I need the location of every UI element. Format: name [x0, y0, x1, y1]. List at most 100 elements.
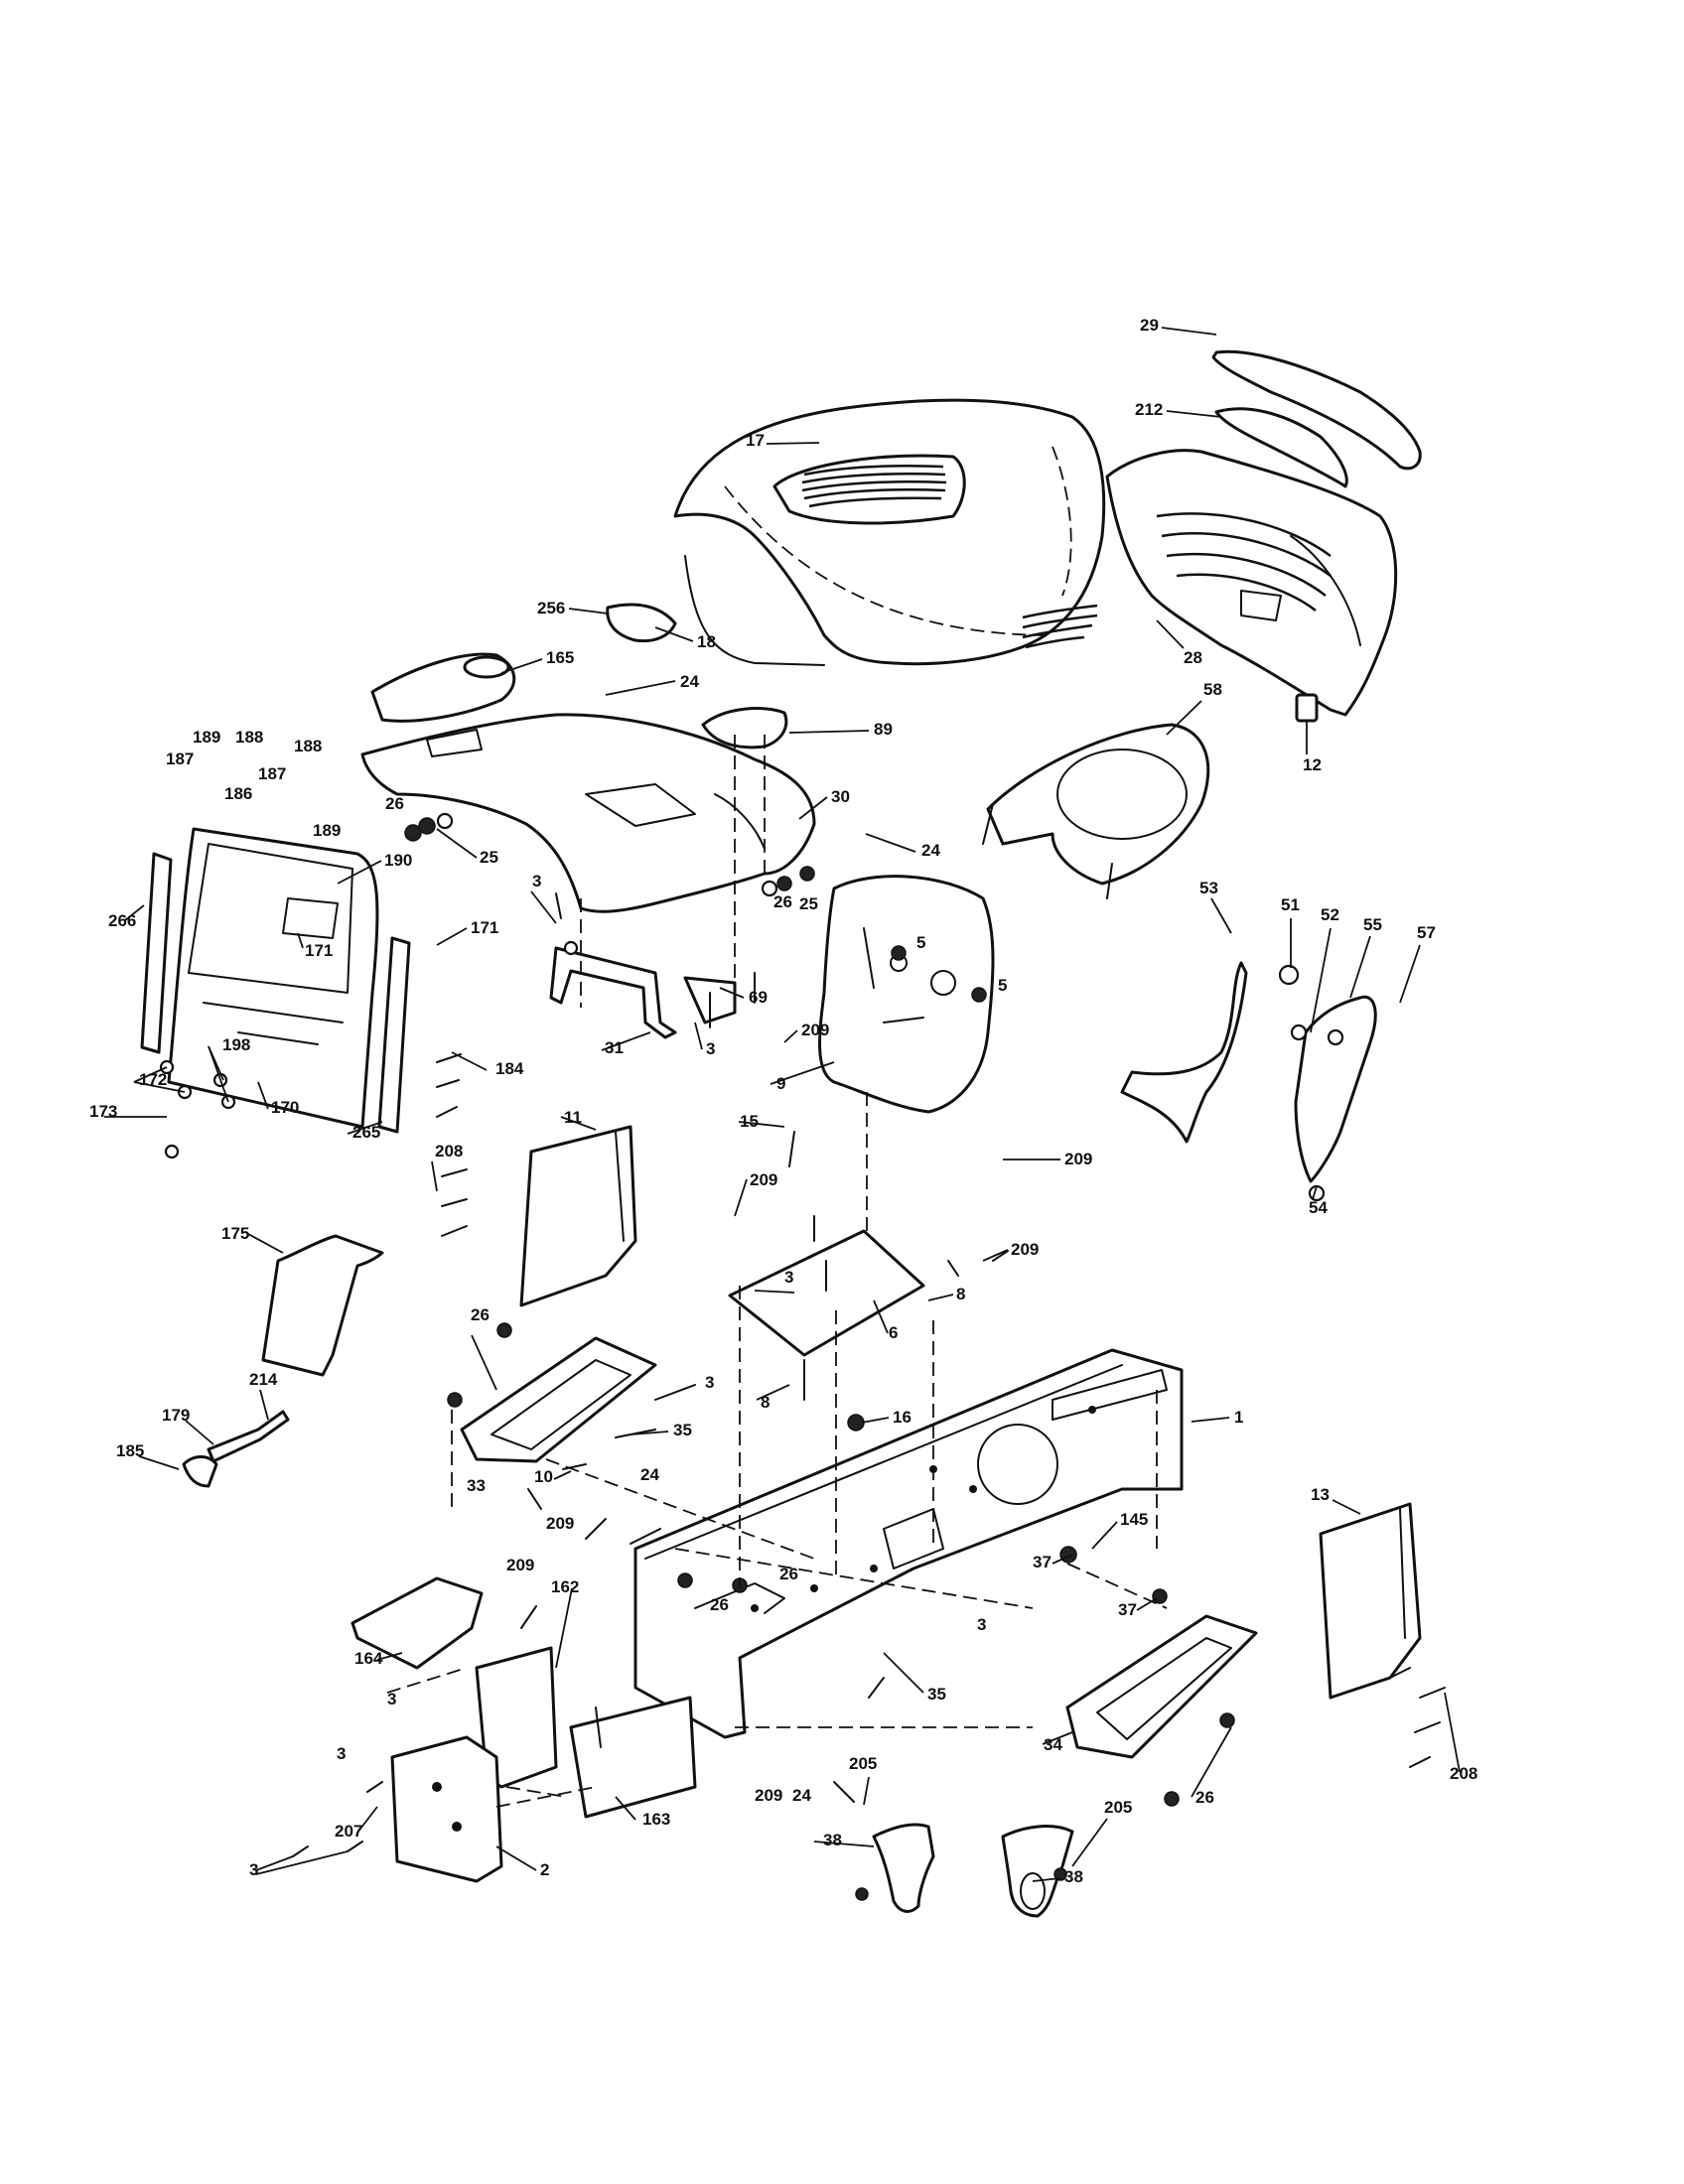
callout-5: 5	[916, 933, 925, 952]
callout-38: 38	[823, 1831, 842, 1849]
callout-214: 214	[249, 1370, 278, 1389]
callout-209: 209	[755, 1786, 782, 1805]
callout-26: 26	[1195, 1788, 1214, 1807]
callout-190: 190	[384, 851, 412, 870]
callout-17: 17	[746, 431, 765, 450]
callout-35: 35	[673, 1421, 692, 1439]
callout-26: 26	[773, 892, 792, 911]
callout-209: 209	[750, 1170, 777, 1189]
fan-shroud-part-58	[982, 723, 1210, 899]
callout-165: 165	[546, 648, 574, 667]
bracket-part-53	[1120, 961, 1248, 1144]
callout-163: 163	[642, 1810, 670, 1829]
fuel-cover-part-165	[370, 652, 516, 723]
callout-33: 33	[467, 1476, 486, 1495]
callout-11: 11	[564, 1108, 582, 1127]
callout-198: 198	[222, 1035, 250, 1054]
cover-plate-part-256	[606, 603, 677, 643]
callout-187: 187	[258, 764, 286, 783]
callout-15: 15	[740, 1112, 759, 1131]
callout-173: 173	[89, 1102, 117, 1121]
pedal-part-185	[182, 1455, 218, 1488]
callout-209: 209	[801, 1021, 829, 1039]
callout-24: 24	[640, 1465, 659, 1484]
callout-205: 205	[1104, 1798, 1132, 1817]
callout-28: 28	[1184, 648, 1202, 667]
callout-208: 208	[435, 1142, 463, 1160]
callout-52: 52	[1321, 905, 1339, 924]
callout-6: 6	[889, 1323, 898, 1342]
callout-34: 34	[1044, 1735, 1062, 1754]
callout-179: 179	[162, 1406, 190, 1425]
grille-housing-part-28	[1105, 449, 1398, 717]
callout-212: 212	[1135, 400, 1163, 419]
callout-51: 51	[1281, 895, 1300, 914]
callout-3: 3	[387, 1690, 396, 1708]
callout-26: 26	[710, 1595, 729, 1614]
dash-housing-part-9	[818, 875, 995, 1114]
callout-10: 10	[534, 1467, 553, 1486]
callout-189: 189	[313, 821, 341, 840]
side-panel-part-13	[1319, 1502, 1422, 1700]
callout-9: 9	[776, 1074, 785, 1093]
callout-209: 209	[546, 1514, 574, 1533]
bracket-part-38-right	[1001, 1825, 1074, 1918]
callout-172: 172	[139, 1070, 167, 1089]
callout-24: 24	[792, 1786, 811, 1805]
callout-26: 26	[471, 1305, 490, 1324]
shield-part-175	[261, 1234, 384, 1377]
hood-vent	[801, 465, 947, 508]
bracket-part-55	[1294, 995, 1377, 1183]
bracket-part-31	[549, 946, 677, 1039]
dash-frame-part-170	[167, 827, 379, 1129]
callout-185: 185	[116, 1441, 144, 1460]
callout-69: 69	[749, 988, 768, 1007]
callout-3: 3	[977, 1615, 986, 1634]
callout-26: 26	[779, 1565, 798, 1583]
callout-37: 37	[1118, 1600, 1137, 1619]
callout-37: 37	[1033, 1553, 1052, 1571]
rail-part-266	[140, 852, 173, 1054]
callout-209: 209	[1064, 1150, 1092, 1168]
trim-part-212	[1214, 407, 1348, 488]
callout-171: 171	[305, 941, 333, 960]
callout-38: 38	[1064, 1867, 1083, 1886]
callout-208: 208	[1450, 1764, 1477, 1783]
callout-3: 3	[249, 1860, 258, 1879]
callout-2: 2	[540, 1860, 549, 1879]
front-plate-part-164	[351, 1576, 484, 1670]
callout-89: 89	[874, 720, 893, 739]
callout-35: 35	[927, 1685, 946, 1704]
callout-3: 3	[532, 872, 541, 890]
leader-lines	[104, 327, 1461, 1882]
callout-29: 29	[1140, 316, 1159, 335]
callout-3: 3	[337, 1744, 346, 1763]
callout-266: 266	[108, 911, 136, 930]
callout-164: 164	[354, 1649, 383, 1668]
rail-part-265	[377, 936, 411, 1134]
callout-12: 12	[1303, 755, 1322, 774]
callout-184: 184	[495, 1059, 524, 1078]
callout-5: 5	[998, 976, 1007, 995]
callout-207: 207	[335, 1822, 362, 1841]
callout-1: 1	[1234, 1408, 1243, 1427]
callout-3: 3	[784, 1268, 793, 1287]
clip-part-12	[1295, 693, 1319, 723]
callout-205: 205	[849, 1754, 877, 1773]
hood-part-17	[673, 398, 1106, 666]
callout-171: 171	[471, 918, 498, 937]
callout-256: 256	[537, 599, 565, 617]
callout-175: 175	[221, 1224, 249, 1243]
assembly-alignment-lines	[386, 735, 1168, 1808]
callout-186: 186	[224, 784, 252, 803]
callout-145: 145	[1120, 1510, 1148, 1529]
fender-part-30	[360, 713, 816, 913]
floor-plate-part-6	[728, 1229, 925, 1357]
footrest-part-34	[1065, 1614, 1258, 1759]
callout-30: 30	[831, 787, 850, 806]
callout-55: 55	[1363, 915, 1382, 934]
callout-53: 53	[1199, 879, 1218, 897]
callout-162: 162	[551, 1577, 579, 1596]
callout-8: 8	[956, 1285, 965, 1303]
